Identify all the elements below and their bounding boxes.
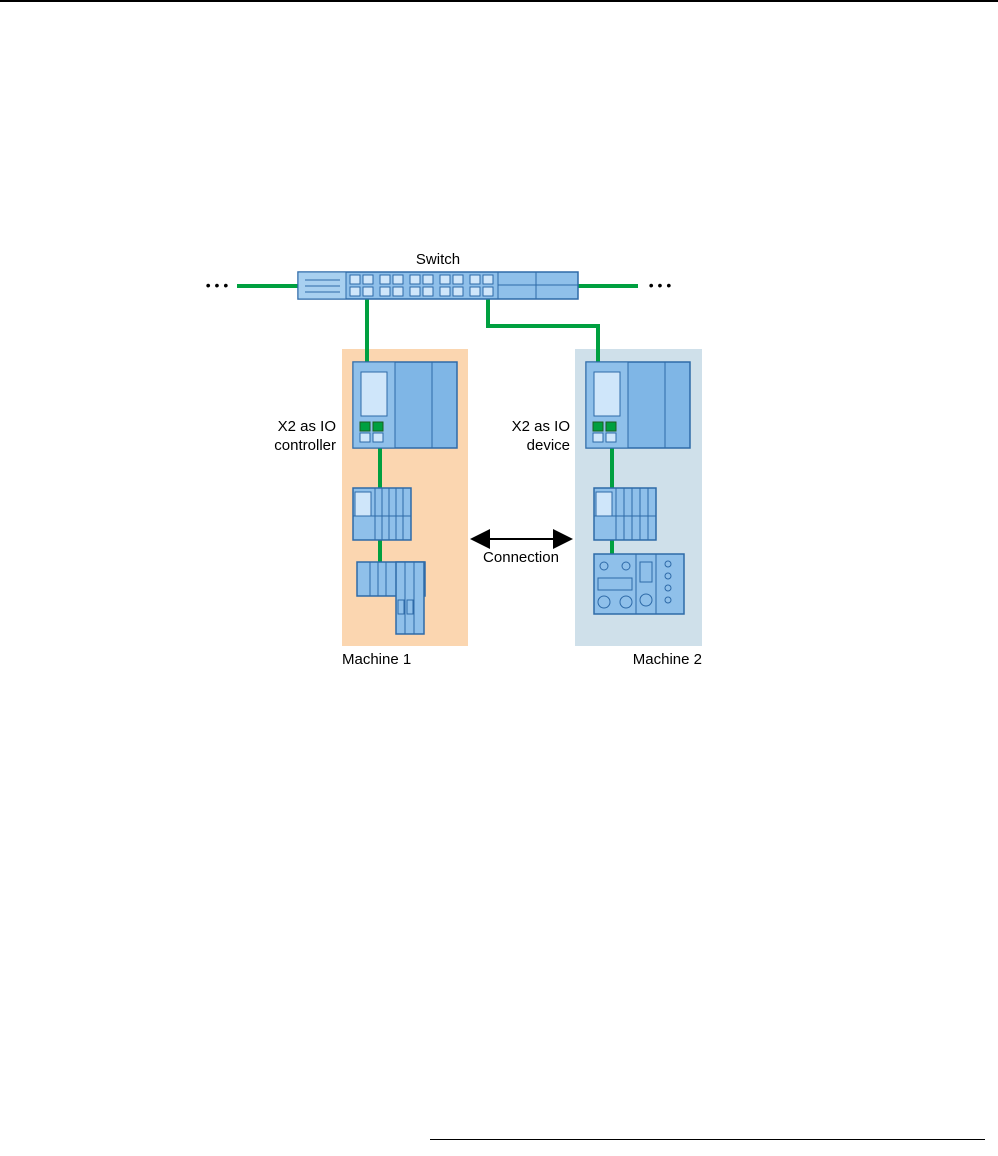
switch-device [298, 272, 578, 299]
left-role-label-line2: controller [274, 437, 336, 454]
ellipsis-left: • • • [206, 277, 229, 293]
ellipsis-right: • • • [649, 277, 672, 293]
footer-rule [430, 1139, 985, 1140]
io-station-machine2 [594, 488, 656, 540]
cpu-io-device [586, 362, 690, 448]
io-station-machine1 [353, 488, 411, 540]
machine2-label: Machine 2 [633, 651, 702, 668]
right-role-label-line2: device [527, 437, 570, 454]
distributed-io-machine2 [594, 554, 684, 614]
machine1-label: Machine 1 [342, 651, 411, 668]
connection-label: Connection [483, 549, 559, 566]
right-role-label-line1: X2 as IO [512, 418, 570, 435]
left-role-label-line1: X2 as IO [278, 418, 336, 435]
switch-label: Switch [416, 251, 460, 268]
cpu-io-controller [353, 362, 457, 448]
